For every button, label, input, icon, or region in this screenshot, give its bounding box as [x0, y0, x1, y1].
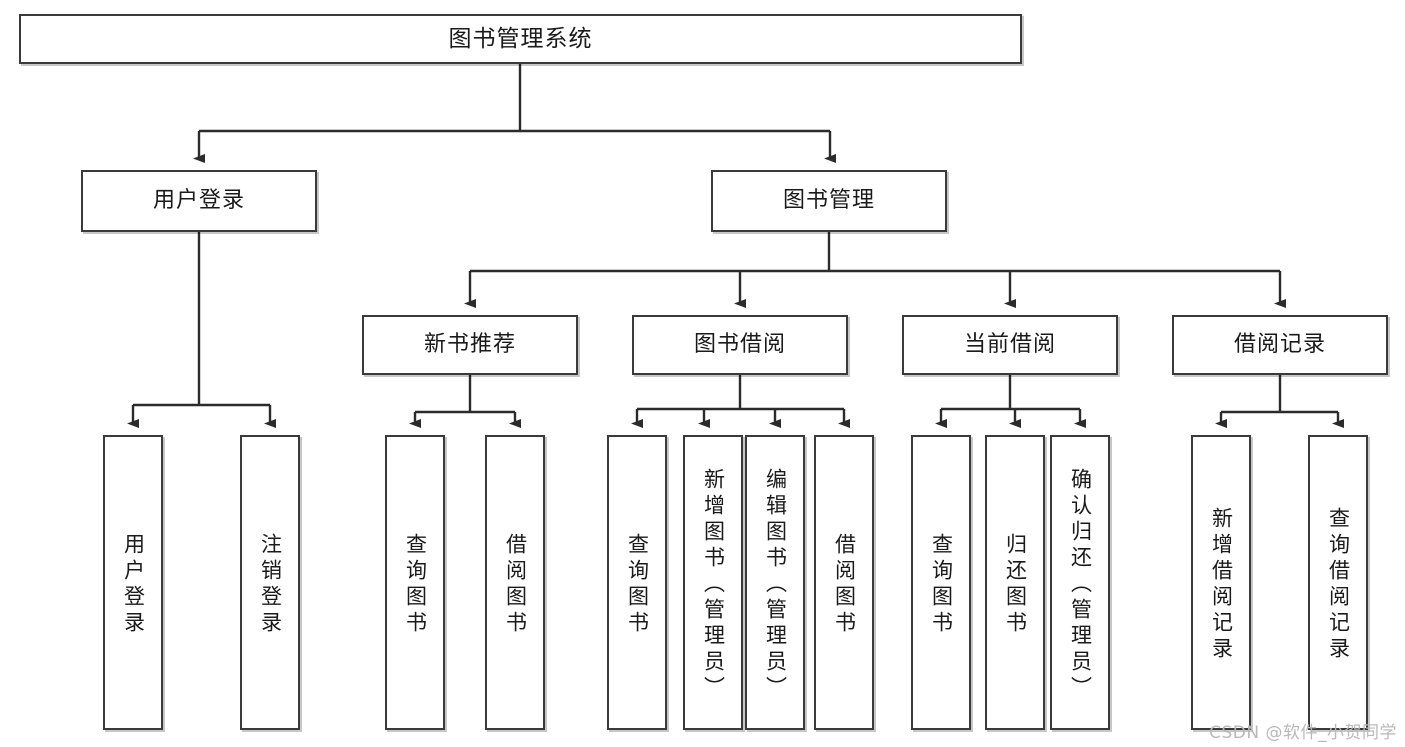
node-label: 当前借阅 — [963, 332, 1056, 357]
node-label: 查询图书 — [403, 532, 428, 637]
node-label: 确认归还（管理员） — [1068, 467, 1093, 702]
node-label: 借阅图书 — [832, 532, 857, 637]
node-label: 新增图书（管理员） — [701, 467, 726, 702]
node-leaf-edit-book[interactable]: 编辑图书（管理员） — [745, 435, 805, 730]
node-label: 查询图书 — [929, 532, 954, 637]
node-leaf-add-book[interactable]: 新增图书（管理员） — [683, 435, 743, 730]
node-leaf-user-login[interactable]: 用户登录 — [103, 435, 163, 730]
node-leaf-user-logout[interactable]: 注销登录 — [240, 435, 300, 730]
node-label: 新书推荐 — [423, 332, 516, 357]
node-label: 用户登录 — [152, 188, 245, 213]
node-label: 图书管理 — [782, 188, 875, 213]
node-current-borrow[interactable]: 当前借阅 — [902, 315, 1118, 375]
node-root-system[interactable]: 图书管理系统 — [19, 14, 1022, 64]
node-leaf-return-book[interactable]: 归还图书 — [985, 435, 1045, 730]
node-leaf-query-book-current[interactable]: 查询图书 — [911, 435, 971, 730]
node-label: 归还图书 — [1003, 532, 1028, 637]
node-label: 图书借阅 — [693, 332, 786, 357]
node-label: 查询图书 — [625, 532, 650, 637]
node-borrow-record[interactable]: 借阅记录 — [1172, 315, 1388, 375]
node-leaf-borrow-book-new[interactable]: 借阅图书 — [485, 435, 545, 730]
node-leaf-query-book-borrow[interactable]: 查询图书 — [607, 435, 667, 730]
watermark-text: CSDN @软件_小贺同学 — [1209, 723, 1397, 743]
node-label: 查询借阅记录 — [1326, 506, 1351, 663]
node-leaf-query-book-new[interactable]: 查询图书 — [385, 435, 445, 730]
node-label: 注销登录 — [258, 532, 283, 637]
node-leaf-borrow-book[interactable]: 借阅图书 — [814, 435, 874, 730]
node-leaf-add-borrow-record[interactable]: 新增借阅记录 — [1191, 435, 1251, 730]
node-label: 借阅记录 — [1233, 332, 1326, 357]
node-label: 图书管理系统 — [448, 25, 593, 52]
node-label: 新增借阅记录 — [1209, 506, 1234, 663]
node-label: 编辑图书（管理员） — [763, 467, 788, 702]
node-new-book-recommend[interactable]: 新书推荐 — [362, 315, 578, 375]
node-leaf-confirm-return[interactable]: 确认归还（管理员） — [1050, 435, 1110, 730]
node-book-borrow[interactable]: 图书借阅 — [632, 315, 848, 375]
node-leaf-query-borrow-record[interactable]: 查询借阅记录 — [1308, 435, 1368, 730]
node-label: 用户登录 — [121, 532, 146, 637]
node-book-manage[interactable]: 图书管理 — [711, 170, 947, 232]
node-label: 借阅图书 — [503, 532, 528, 637]
node-user-login[interactable]: 用户登录 — [81, 170, 317, 232]
